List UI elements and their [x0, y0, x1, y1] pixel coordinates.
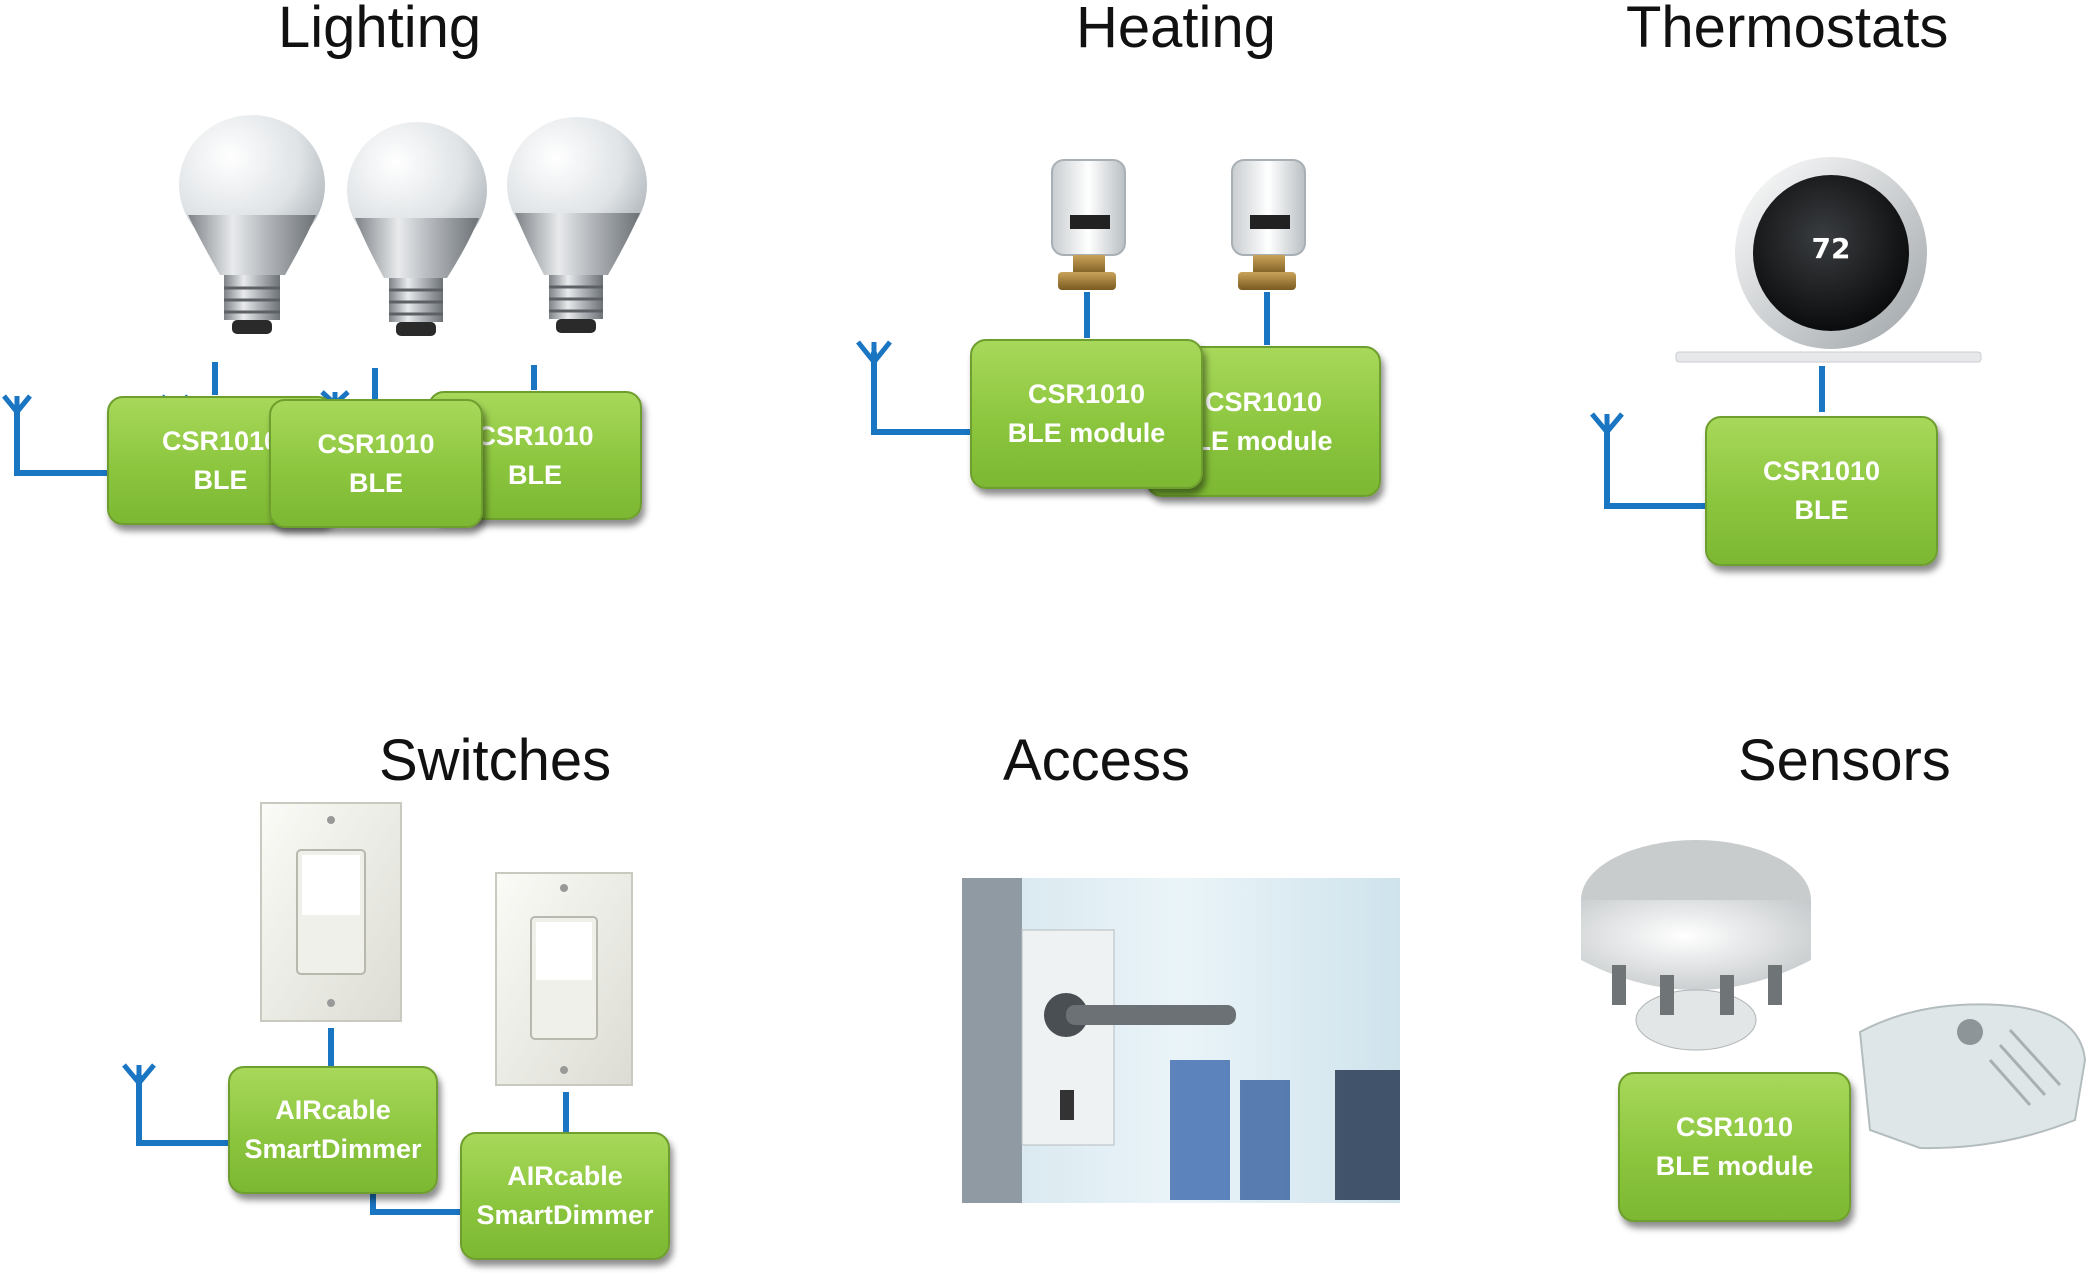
module-line2: BLE	[193, 464, 248, 495]
thermostat-module: CSR1010 BLE	[1705, 416, 1938, 566]
antenna-icon	[856, 340, 892, 367]
heating-module-1: CSR1010 BLE module	[970, 339, 1203, 489]
module-line1: CSR1010	[1204, 386, 1323, 417]
module-line2: BLE	[349, 467, 403, 498]
heading-switches: Switches	[379, 728, 612, 793]
module-line1: CSR1010	[1675, 1112, 1794, 1142]
module-line1: CSR1010	[1762, 456, 1881, 486]
module-line2: SmartDimmer	[476, 1200, 654, 1230]
antenna-icon	[122, 1063, 156, 1087]
module-line2: BLE	[508, 459, 562, 490]
antenna-icon	[2, 394, 32, 416]
module-line1: CSR1010	[161, 425, 280, 456]
sensor-module: CSR1010 BLE module	[1618, 1072, 1851, 1222]
door-handle-photo	[962, 878, 1400, 1203]
thermostat-icon: 72	[1675, 157, 1982, 363]
wall-switch-icon	[260, 802, 402, 1022]
heading-heating: Heating	[1076, 0, 1276, 60]
module-line1: AIRcable	[275, 1095, 391, 1125]
module-line1: AIRcable	[507, 1161, 623, 1191]
heating-wires	[871, 292, 1270, 435]
light-bulb-icon	[347, 122, 487, 336]
radiator-valve-icon	[1051, 159, 1126, 290]
light-bulb-icon	[507, 117, 647, 333]
thermostat-wires	[1604, 366, 1825, 509]
light-bulb-icon	[179, 115, 325, 334]
wall-switch-icon	[495, 872, 633, 1086]
smoke-detector-icon	[1581, 840, 1811, 1051]
module-line1: CSR1010	[317, 428, 435, 459]
module-line1: CSR1010	[476, 420, 594, 451]
module-line1: CSR1010	[1027, 379, 1146, 409]
module-line2: SmartDimmer	[244, 1134, 422, 1164]
switch-module-1: AIRcable SmartDimmer	[228, 1066, 438, 1194]
heading-thermostats: Thermostats	[1626, 0, 1949, 60]
module-line2: BLE module	[1655, 1151, 1814, 1181]
module-line2: BLE	[1794, 495, 1849, 525]
lighting-module-2: CSR1010 BLE	[269, 399, 483, 528]
heading-access: Access	[1003, 728, 1190, 793]
module-line2: BLE module	[1007, 418, 1166, 448]
radiator-valve-icon	[1231, 159, 1306, 290]
antenna-icon	[1590, 412, 1624, 436]
heading-lighting: Lighting	[278, 0, 482, 60]
module-line2: LE module	[1194, 425, 1333, 456]
thermostat-reading: 72	[1812, 232, 1851, 265]
smoke-alarm-icon	[1858, 1003, 2087, 1150]
heading-sensors: Sensors	[1738, 728, 1951, 793]
switch-module-2: AIRcable SmartDimmer	[460, 1132, 670, 1260]
